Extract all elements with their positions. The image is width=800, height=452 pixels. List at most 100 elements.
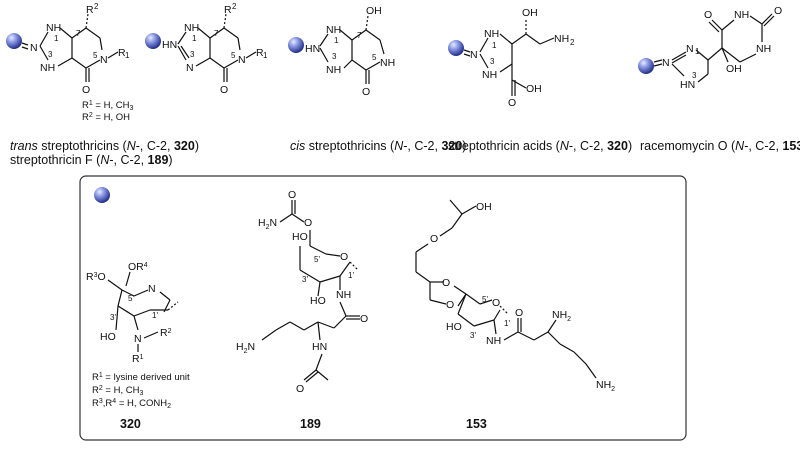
atom-number: 7 <box>214 29 219 38</box>
atom-label: HN <box>305 43 320 55</box>
svg-text:R2 = H, OH: R2 = H, OH <box>82 112 130 123</box>
caption-racemomycin-o: racemomycin O (N-, C-2, 153) <box>640 139 800 153</box>
atom-number: 3 <box>48 50 53 59</box>
atom-label: O <box>774 5 782 17</box>
atom-label: NH <box>756 43 771 55</box>
atom-label: HO <box>100 331 116 343</box>
atom-label: NH <box>482 69 497 81</box>
structure-153: OH O O O O 5' 3' 1' HO NH O NH2 <box>415 199 615 431</box>
atom-number: 5' <box>482 295 488 304</box>
atom-label: O <box>430 233 438 245</box>
structure-cis-streptothricin: HN NH 1 NH 3 O NH 5 7 OH cis streptothri… <box>288 5 466 153</box>
atom-label: N <box>662 57 670 69</box>
atom-number: 3' <box>302 275 308 284</box>
structure-189: H2N O O HO O 5' 3' 1' HO NH O H2N HN <box>236 189 368 431</box>
atom-number: 1 <box>125 51 130 60</box>
atom-label: NH2 <box>596 379 615 393</box>
atom-label: O <box>220 84 228 96</box>
atom-number: 3 <box>490 57 495 66</box>
atom-number: 7 <box>357 31 362 40</box>
caption-streptothricin-f: streptothricin F (N-, C-2, 189) <box>10 153 173 167</box>
atom-label: N <box>30 42 38 54</box>
structure-trans-streptothricin-tautomer: HN NH 1 N 3 O N 5 R 1 7 R 2 <box>145 2 268 96</box>
atom-label: OH <box>526 83 542 95</box>
atom-number: 1 <box>492 41 497 50</box>
compound-number-189: 189 <box>300 417 321 431</box>
atom-label: N <box>148 283 156 295</box>
atom-label: NH <box>380 57 395 69</box>
resin-sphere-icon <box>448 40 464 56</box>
atom-label: NH <box>326 24 341 36</box>
atom-label: H2N <box>236 341 255 355</box>
atom-number: 1 <box>334 36 339 45</box>
structure-320: OR4 R3O N 5' 3' 1' HO N R2 R1 R1 = lysin… <box>86 261 190 431</box>
atom-number: 1' <box>348 271 354 280</box>
svg-text:R3,R4 = H, CONH2: R3,R4 = H, CONH2 <box>92 398 171 410</box>
atom-label: HN <box>312 341 327 353</box>
resin-sphere-icon <box>94 187 110 203</box>
atom-number: 1' <box>504 319 510 328</box>
atom-label: NH <box>184 22 199 34</box>
atom-label: O <box>362 86 370 98</box>
atom-number: 1' <box>152 311 158 320</box>
resin-sphere-icon <box>6 33 22 49</box>
atom-label: HN <box>162 39 177 51</box>
atom-label: HN <box>680 79 695 91</box>
atom-number: 5 <box>372 53 377 62</box>
structure-trans-streptothricin: N NH 1 NH 3 O N 5 R 1 7 R 2 R1 = H, CH3 … <box>6 2 199 167</box>
compound-number-320: 320 <box>120 417 141 431</box>
atom-number: 5 <box>93 51 98 60</box>
atom-label: O <box>492 297 500 309</box>
atom-number: 5 <box>231 51 236 60</box>
atom-label: N <box>238 54 246 66</box>
atom-label: H2N <box>258 217 277 231</box>
atom-label: HO <box>292 231 308 243</box>
atom-label: NH <box>554 33 569 45</box>
resin-sphere-icon <box>288 37 304 53</box>
svg-text:OR4: OR4 <box>128 261 148 273</box>
structure-streptothricin-acid: N NH 1 NH 3 OH NH 2 O OH streptothricin … <box>448 7 632 153</box>
atom-label: N <box>100 54 108 66</box>
atom-number: 1 <box>263 51 268 60</box>
atom-label: N <box>134 333 142 345</box>
resin-sphere-icon <box>638 58 654 74</box>
atom-label: O <box>442 277 450 289</box>
structure-racemomycin-o: N N 1 HN 3 O NH O NH OH racemomycin O (N… <box>638 5 800 153</box>
atom-label: HO <box>310 295 326 307</box>
atom-label: OH <box>522 7 538 19</box>
substituent-box <box>79 175 687 441</box>
atom-number: 3' <box>470 331 476 340</box>
compound-number-153: 153 <box>466 417 487 431</box>
svg-text:R2 = H, CH3: R2 = H, CH3 <box>92 385 143 397</box>
atom-number: 1 <box>54 34 59 43</box>
atom-label: R <box>224 4 232 16</box>
atom-number: 2 <box>570 38 575 47</box>
svg-text:R1 = H, CH3: R1 = H, CH3 <box>82 100 133 112</box>
atom-number: 2 <box>232 2 237 11</box>
atom-label: O <box>446 299 454 311</box>
atom-label: N <box>686 43 694 55</box>
atom-label: NH <box>46 22 61 34</box>
atom-label: O <box>340 251 348 263</box>
svg-text:R2: R2 <box>160 327 172 339</box>
svg-text:R1 = lysine derived unit: R1 = lysine derived unit <box>92 372 190 383</box>
atom-label: N <box>470 49 478 61</box>
caption-cis-streptothricins: cis streptothricins (N-, C-2, 320) <box>290 139 466 153</box>
atom-number: 3 <box>692 71 697 80</box>
atom-label: O <box>704 9 712 21</box>
atom-label: O <box>296 383 304 395</box>
atom-number: 3 <box>332 52 337 61</box>
caption-trans-streptothricins: trans streptothricins (N-, C-2, 320) <box>10 139 199 153</box>
svg-text:R3O: R3O <box>86 271 106 283</box>
atom-label: O <box>515 307 523 319</box>
atom-number: 7 <box>76 29 81 38</box>
atom-label: R <box>256 47 264 59</box>
atom-number: 1 <box>192 34 197 43</box>
atom-label: N <box>186 62 194 74</box>
atom-label: NH <box>734 9 749 21</box>
atom-label: O <box>360 313 368 325</box>
atom-label: O <box>82 84 90 96</box>
atom-number: 2 <box>94 2 99 11</box>
atom-label: NH <box>486 335 501 347</box>
